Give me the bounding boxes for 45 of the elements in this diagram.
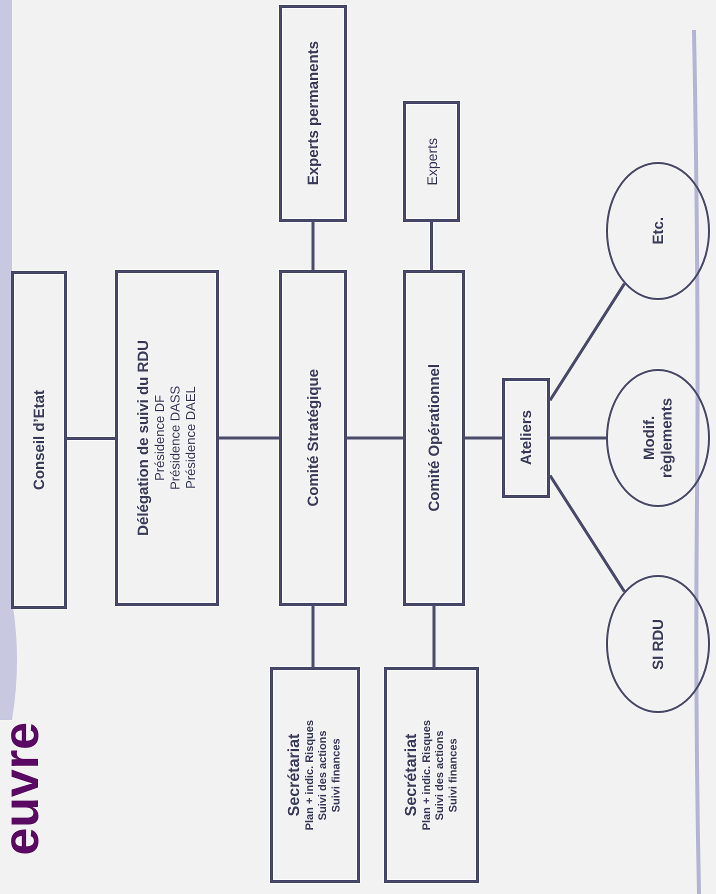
box-detail: Plan + indic. Risques	[420, 720, 434, 830]
connector-line	[219, 436, 279, 440]
org-box	[502, 378, 550, 498]
box-title: Secrétariat	[402, 734, 421, 816]
box-detail: Présidence DF	[152, 395, 168, 481]
connector-line	[430, 222, 433, 270]
box-title: Etc.	[650, 217, 666, 245]
connector-line	[548, 474, 626, 592]
connector-line	[465, 436, 502, 440]
org-box	[270, 667, 360, 883]
box-detail: Présidence DASS	[168, 386, 184, 490]
connector-line	[550, 436, 606, 440]
workshop-ellipse	[606, 575, 710, 713]
box-title: Comité Stratégique	[304, 369, 322, 507]
box-detail: Plan + indic. Risques	[304, 720, 318, 830]
connector-line	[432, 606, 436, 667]
org-box	[403, 101, 460, 222]
box-detail: Suivi finances	[447, 738, 460, 812]
box-title: Conseil d’Etat	[30, 390, 48, 490]
box-title: Ateliers	[518, 410, 534, 466]
box-detail: Suivi finances	[330, 738, 344, 812]
org-box	[279, 270, 347, 606]
box-title: Secrétariat	[286, 734, 304, 816]
org-box	[115, 270, 219, 606]
box-title: Délégation de suivi du RDU	[135, 340, 152, 536]
box-title: Experts permanents	[304, 41, 322, 186]
connector-line	[548, 282, 626, 402]
connector-line	[312, 606, 314, 667]
workshop-ellipse	[606, 162, 710, 300]
box-detail: Suivi des actions	[434, 730, 447, 820]
box-detail: Présidence DAEL	[183, 386, 199, 490]
box-title: Comité Opérationnel	[426, 364, 442, 512]
org-box	[279, 5, 347, 222]
box-detail: Suivi des actions	[317, 730, 330, 820]
box-title: Experts	[424, 138, 440, 186]
box-title: SI RDU	[650, 618, 666, 670]
org-box	[403, 270, 465, 606]
org-box	[11, 271, 67, 609]
connector-line	[312, 222, 314, 270]
workshop-ellipse	[606, 369, 710, 507]
connector-line	[347, 436, 403, 440]
connector-line	[67, 437, 115, 440]
slide-title: euvre	[0, 722, 46, 856]
org-box	[384, 667, 479, 883]
box-title: Modif. règlements	[640, 396, 676, 480]
